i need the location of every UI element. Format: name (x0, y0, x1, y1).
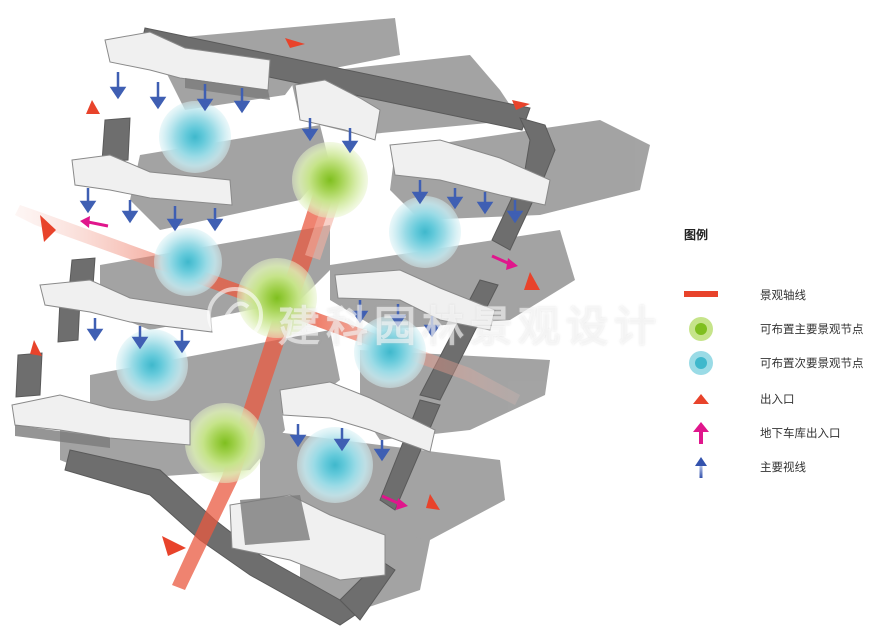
shade-row4 (15, 425, 110, 448)
entrance-6 (30, 340, 42, 356)
sightline-group-row1 (109, 72, 359, 154)
green-node-icon (689, 317, 713, 341)
building-shading (15, 78, 310, 545)
red-triangle-icon (693, 394, 709, 404)
legend-label-minor-node: 可布置次要景观节点 (760, 356, 864, 370)
building-row4-a (11, 394, 191, 446)
minor-node-3 (116, 329, 188, 401)
major-node-3 (185, 403, 265, 483)
garage-entrances (80, 216, 518, 510)
watermark-logo-icon (207, 287, 263, 343)
entrances (30, 38, 540, 556)
watermark-text: 建科园林景观设计 (278, 302, 663, 351)
entrance-8 (162, 536, 186, 556)
building-row3-b (334, 269, 496, 331)
garage-arrow-1 (80, 216, 109, 228)
landscape-nodes (116, 101, 461, 503)
legend-label-sightline: 主要视线 (760, 460, 806, 474)
legend-label-axis: 景观轴线 (760, 288, 806, 302)
garage-arrow-2 (491, 254, 518, 270)
minor-node-5 (354, 316, 426, 388)
cyan-node-icon (689, 351, 713, 375)
legend-item-entrance: 出入口 (672, 386, 887, 412)
garage-arrow-3 (381, 494, 408, 510)
major-node-1 (292, 142, 368, 218)
building-row1-b (294, 79, 381, 141)
minor-node-6 (297, 427, 373, 503)
building-row4-b (279, 381, 436, 453)
magenta-arrow-icon (693, 422, 709, 444)
major-node-2 (237, 258, 317, 338)
road-left-4 (15, 352, 43, 398)
minor-node-1 (159, 101, 231, 173)
legend-item-axis: 景观轴线 (672, 282, 887, 308)
shade-row5 (240, 495, 310, 545)
entrance-3 (512, 100, 530, 110)
entrance-4 (40, 215, 56, 242)
blue-arrow-icon (695, 457, 707, 478)
legend-item-major-node: 可布置主要景观节点 (672, 316, 887, 342)
road-left-1 (101, 117, 131, 163)
legend-label-entrance: 出入口 (760, 392, 795, 406)
building-row3-a (39, 279, 213, 333)
minor-node-4 (389, 196, 461, 268)
sightline-group-row4 (289, 424, 391, 462)
sightlines (79, 72, 524, 462)
shade-row1 (185, 78, 270, 100)
building-row2-a (71, 154, 233, 206)
sightline-group-row2 (79, 180, 524, 232)
entrance-5 (524, 272, 540, 290)
legend-label-garage: 地下车库出入口 (760, 426, 841, 440)
entrance-2 (86, 100, 100, 114)
minor-node-2 (154, 228, 222, 296)
legend-item-garage: 地下车库出入口 (672, 420, 887, 446)
building-row2-b (389, 139, 551, 206)
legend-title: 图例 (684, 228, 709, 242)
watermark: 建科园林景观设计 (200, 285, 700, 355)
legend-label-major-node: 可布置主要景观节点 (760, 322, 864, 336)
legend-item-minor-node: 可布置次要景观节点 (672, 350, 887, 376)
entrance-1 (285, 38, 305, 48)
shadow-row-3b (330, 230, 575, 330)
sightline-group-row3 (86, 300, 441, 354)
red-bar-icon (684, 291, 718, 297)
entrance-7 (426, 494, 440, 510)
legend-item-sightline: 主要视线 (672, 454, 887, 480)
